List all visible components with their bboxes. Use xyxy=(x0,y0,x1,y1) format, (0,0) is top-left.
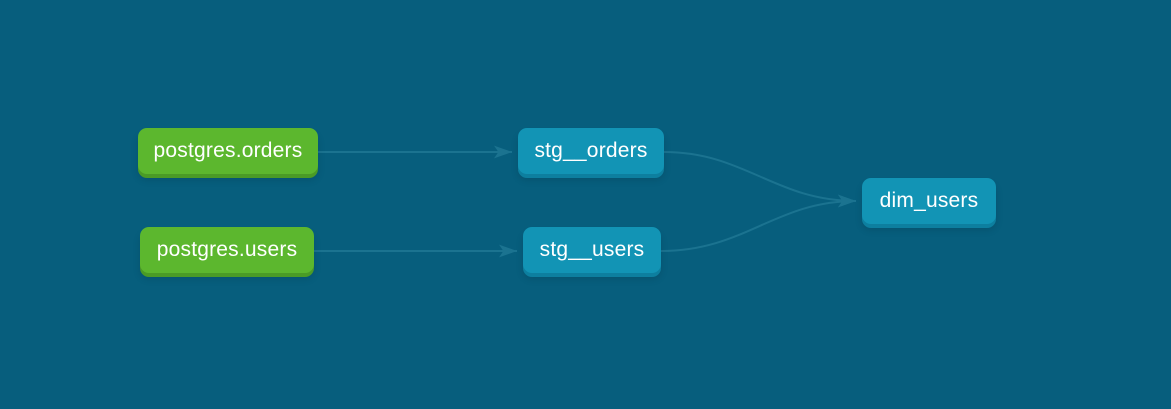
edge-stg-users-to-dim-users xyxy=(660,194,857,252)
node-label: stg__users xyxy=(539,238,645,261)
node-label: postgres.orders xyxy=(153,139,303,162)
node-label: stg__orders xyxy=(534,139,648,162)
node-label: dim_users xyxy=(879,189,979,212)
node-stg-orders[interactable]: stg__orders xyxy=(518,128,664,174)
node-dim-users[interactable]: dim_users xyxy=(862,178,996,224)
node-postgres-orders[interactable]: postgres.orders xyxy=(138,128,318,174)
edge-stg-orders-to-dim-users xyxy=(663,151,857,208)
node-stg-users[interactable]: stg__users xyxy=(523,227,661,273)
node-label: postgres.users xyxy=(156,238,298,261)
node-postgres-users[interactable]: postgres.users xyxy=(140,227,314,273)
